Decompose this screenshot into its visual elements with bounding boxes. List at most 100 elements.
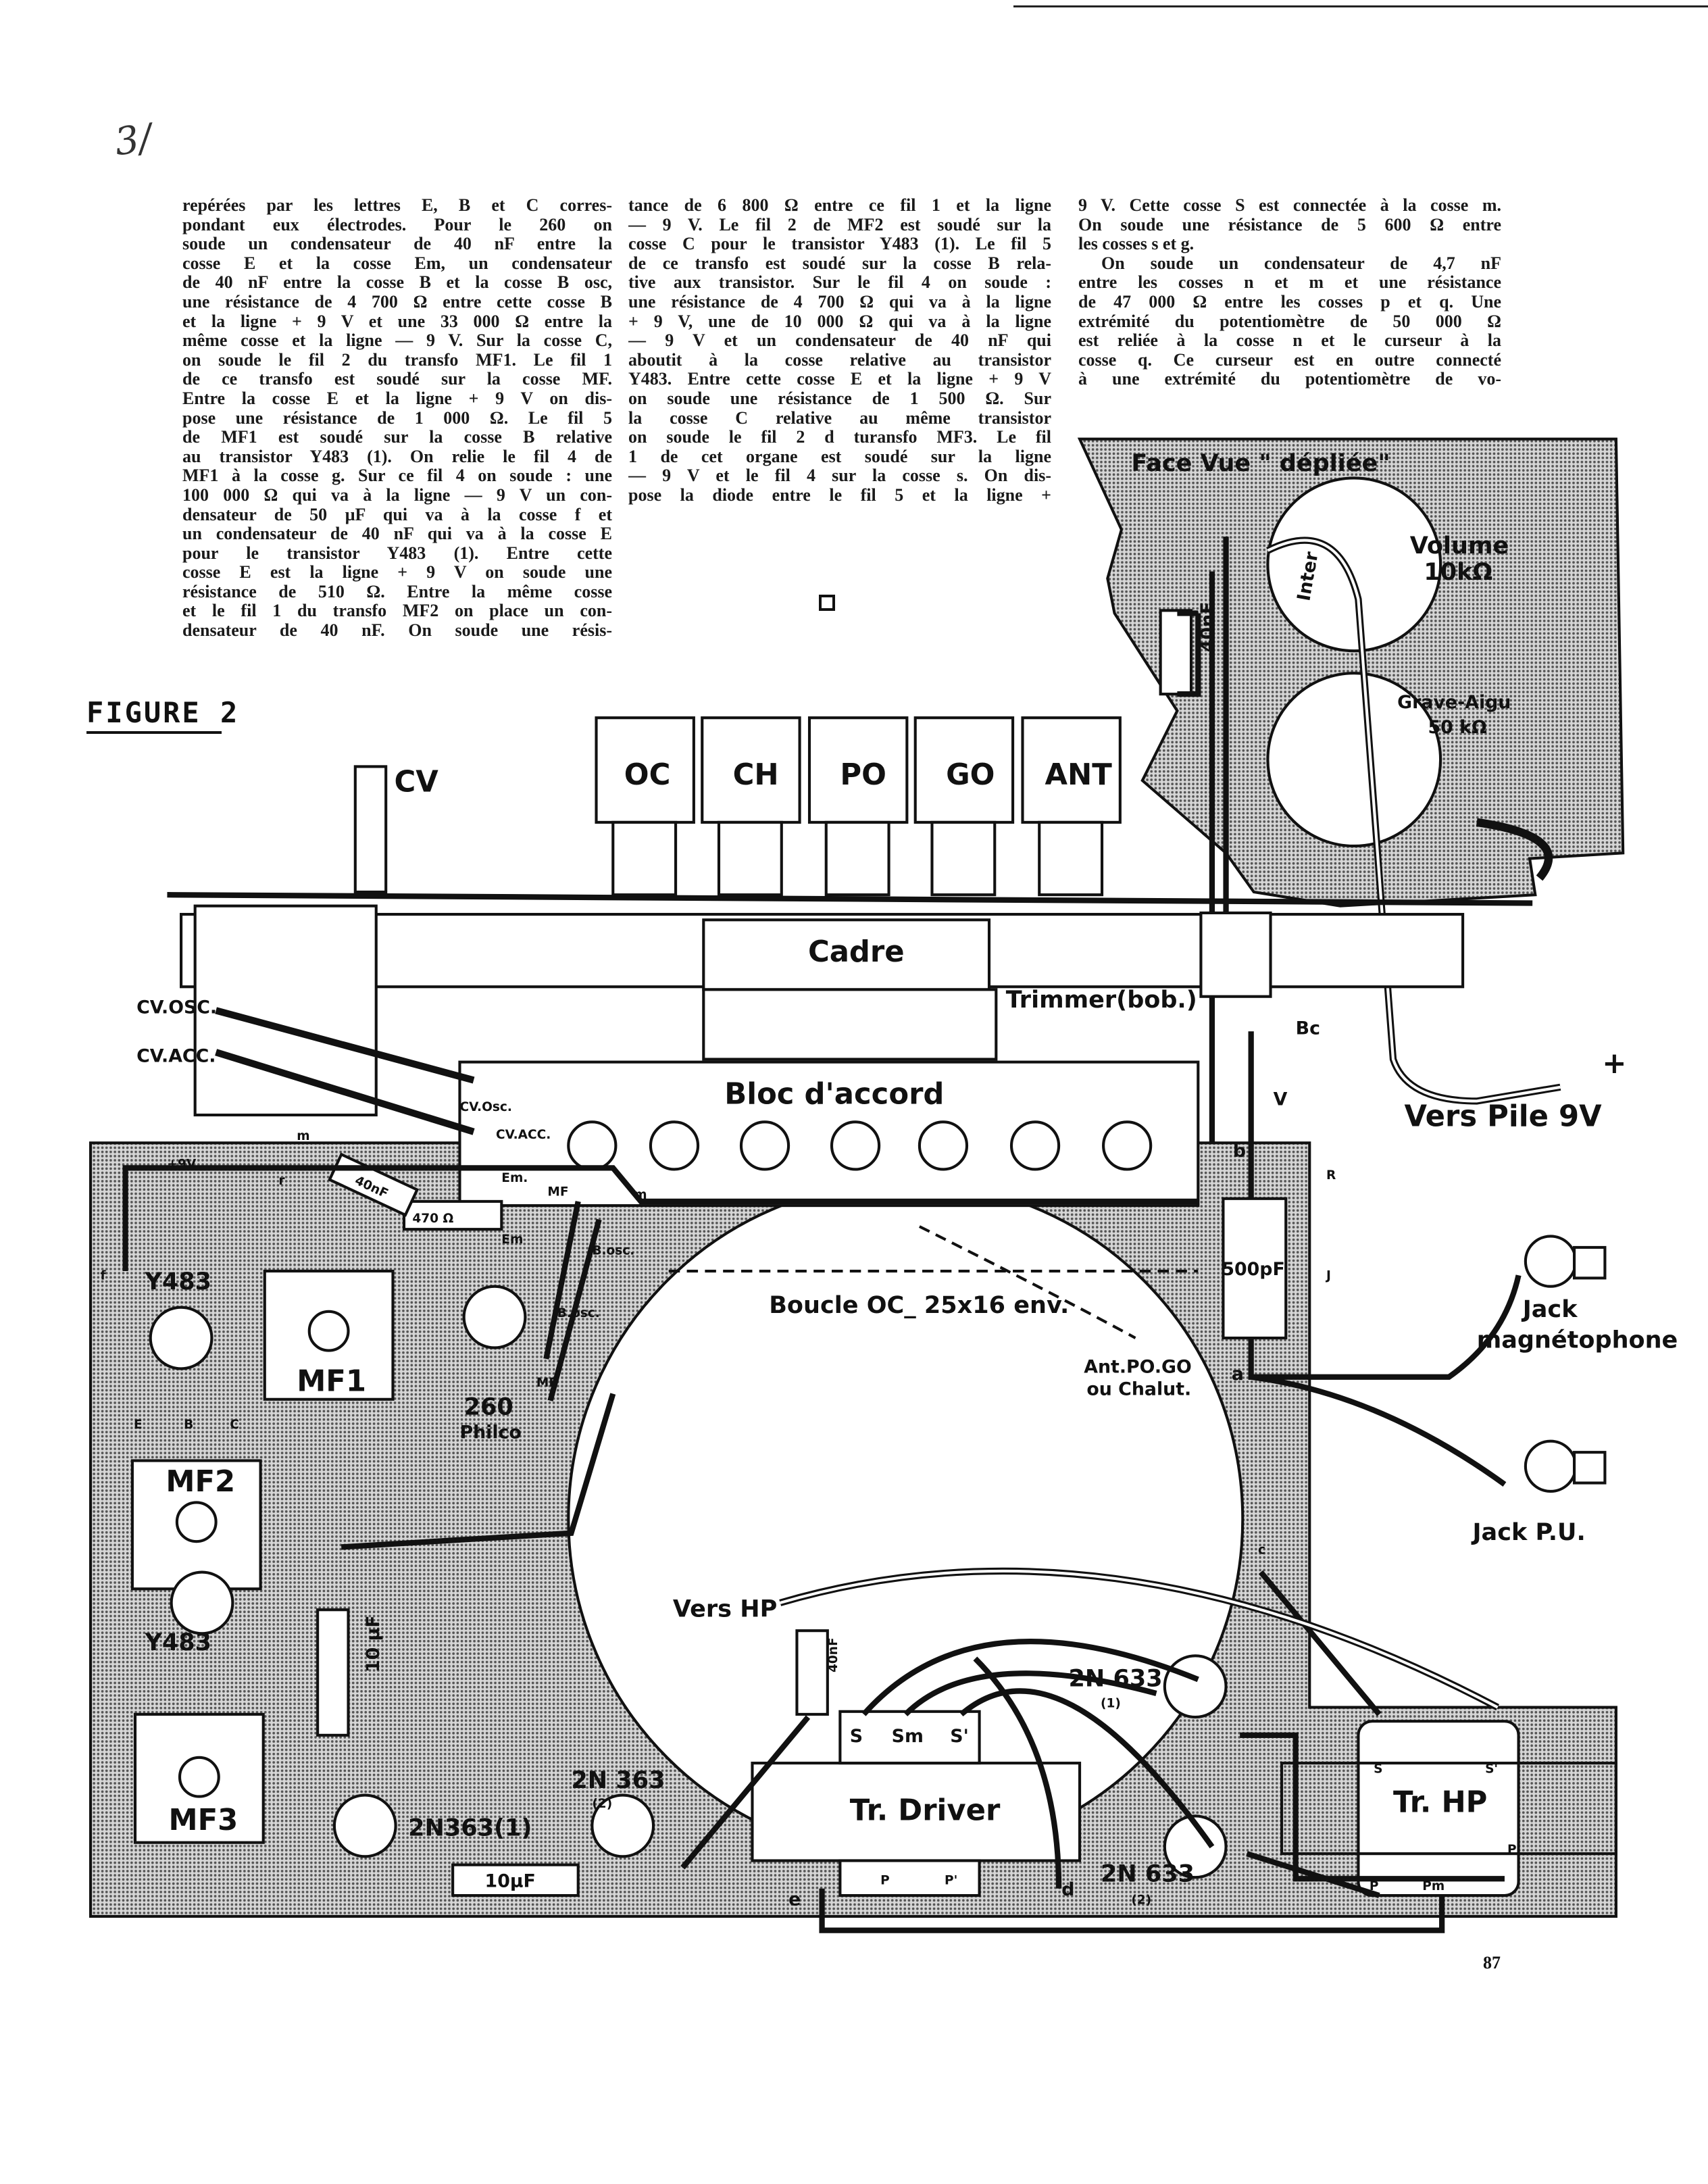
text-line: aboutit à la cosse relative au transisto… (628, 350, 1051, 370)
text-line: est reliée à la cosse n et le curseur à … (1078, 331, 1501, 351)
label-40nf-b: 40nF (1197, 602, 1218, 653)
text-line: cosse E est la ligne + 9 V on soude une (182, 563, 612, 582)
bloc-trimmers (567, 1120, 1153, 1171)
label-tr-hp: Tr. HP (1393, 1785, 1487, 1819)
label-cv-osc: CV.OSC. (136, 997, 217, 1018)
label-c-term: c (1258, 1543, 1265, 1558)
text-line: On soude une résistance de 5 600 Ω entre (1078, 215, 1501, 234)
text-line: soude un condensateur de 40 nF entre la (182, 234, 612, 254)
label-em-board: Em (501, 1233, 523, 1247)
text-line: de 40 nF entre la cosse B et la cosse B … (182, 273, 612, 293)
label-jack: Jack (1522, 1295, 1578, 1323)
label-b-term: b (1233, 1141, 1246, 1162)
page-number: 87 (1483, 1953, 1501, 1972)
label-magnetophone: magnétophone (1477, 1326, 1678, 1354)
label-ant: ANT (1045, 758, 1112, 792)
label-cv-acc: CV.ACC. (136, 1046, 216, 1067)
label-e-term: e (788, 1889, 801, 1910)
label-bloc-accord: Bloc d'accord (724, 1078, 944, 1112)
cv-shaft (353, 765, 388, 894)
text-line: entre les cosses n et m et une résistanc… (1078, 273, 1501, 293)
label-grave-aigu: Grave-Aigu (1397, 692, 1511, 713)
label-40nf-c: 40nF (826, 1637, 840, 1672)
label-ant-po-go: Ant.PO.GO (1084, 1357, 1192, 1378)
text-line: de MF1 est soudé sur la cosse B relative (182, 428, 612, 447)
volume-potentiometer (1266, 476, 1442, 653)
text-line: les cosses s et g. (1078, 234, 1195, 254)
driver-terminal-bottom (838, 1859, 981, 1897)
label-bloc-cv-osc: CV.Osc. (459, 1100, 511, 1114)
label-po: PO (840, 758, 886, 792)
label-bosc-b: B.osc. (557, 1306, 600, 1320)
text-line: pose la diode entre le fil 5 et la ligne… (628, 485, 1051, 505)
button-ant[interactable] (1021, 716, 1122, 824)
text-line: repérées par les lettres E, B et C corre… (182, 196, 612, 215)
label-v: V (1274, 1089, 1288, 1110)
text-line: 100 000 Ω qui va à la ligne — 9 V un con… (182, 485, 612, 505)
label-bloc-mf: MF (547, 1185, 568, 1199)
push-buttons (595, 716, 1122, 897)
driver-terminal-top (838, 1710, 981, 1765)
label-philco: Philco (459, 1422, 521, 1443)
text-line: tance de 6 800 Ω entre ce fil 1 et la li… (628, 196, 1051, 215)
rod-clip (1199, 911, 1272, 998)
button-po[interactable] (807, 716, 909, 824)
label-r-term: R (1326, 1168, 1336, 1183)
label-hp-s: S (1374, 1762, 1382, 1777)
capacitor-500pf (1222, 1197, 1288, 1340)
rotation-arrow (1476, 818, 1553, 881)
label-hp-s-prime: S' (1485, 1762, 1498, 1777)
label-y483-2: Y483 (144, 1629, 211, 1656)
transistors (149, 1285, 1228, 1879)
label-cv: CV (395, 766, 439, 799)
text-line: on soude le fil 2 d turansfo MF3. Le fil (628, 428, 1051, 447)
end-of-section-mark (819, 595, 835, 611)
label-cadre: Cadre (808, 935, 905, 969)
text-line: 9 V. Cette cosse S est connectée à la co… (1078, 196, 1501, 215)
label-p: P (880, 1874, 890, 1888)
button-oc[interactable] (595, 716, 695, 824)
label-260: 260 (464, 1393, 513, 1420)
label-trimmer: Trimmer(bob.) (1006, 986, 1197, 1014)
button-ch[interactable] (701, 716, 801, 824)
text-line: la cosse C relative au même transistor (628, 408, 1051, 428)
jacks (1524, 1235, 1607, 1493)
label-500pf: 500pF (1222, 1259, 1284, 1280)
figure-title: FIGURE 2 (86, 696, 240, 729)
text-line: une résistance de 4 700 Ω qui va à la li… (628, 292, 1051, 312)
text-line: une résistance de 4 700 Ω entre cette co… (182, 292, 612, 312)
label-d: d (1061, 1879, 1074, 1900)
label-f: f (100, 1268, 106, 1283)
hp-cable-inner (780, 1569, 1499, 1709)
text-line: et la ligne + 9 V et une 33 000 Ω entre … (182, 312, 612, 331)
label-hp-p: P (1370, 1879, 1379, 1893)
button-go[interactable] (913, 716, 1015, 824)
label-bosc-a: B.osc. (592, 1243, 634, 1258)
label-10uf-horizontal: 10µF (485, 1871, 536, 1892)
text-line: pour le transistor Y483 (1). Entre cette (182, 543, 612, 563)
label-470-ohm: 470 Ω (412, 1212, 453, 1226)
text-line: de ce transfo est soudé sur la cosse MF. (182, 370, 612, 389)
label-bc: Bc (1296, 1018, 1320, 1039)
text-line: On soude un condensateur de 4,7 nF (1101, 253, 1501, 273)
label-ou-chalut: ou Chalut. (1086, 1379, 1191, 1400)
text-line: cosse q. Ce curseur est en outre connect… (1078, 350, 1501, 370)
output-transformer (1357, 1720, 1520, 1897)
text-column-3: 9 V. Cette cosse S est connectée à la co… (1078, 196, 1501, 389)
text-line: — 9 V. Le fil 2 de MF2 est soudé sur la (628, 215, 1051, 234)
label-vers-hp: Vers HP (673, 1595, 777, 1623)
label-y483-1: Y483 (144, 1268, 211, 1295)
label-plus-9v: +9V (167, 1157, 196, 1171)
shielded-cable-inner (1267, 539, 1561, 1103)
text-line: pose une résistance de 1 000 Ω. Le fil 5 (182, 408, 612, 428)
label-mf2: MF2 (166, 1465, 235, 1499)
label-2n363-2-num: (2) (592, 1797, 612, 1811)
label-p-prime: P' (945, 1874, 957, 1888)
text-line: 1 de cet organe est soudé sur la ligne (628, 447, 1051, 466)
label-b: B (184, 1418, 193, 1432)
text-line: de ce transfo est soudé sur la cosse B r… (628, 253, 1051, 273)
text-line: de 47 000 Ω entre les cosses p et q. Une (1078, 292, 1501, 312)
capacitor-40nf-face (1159, 609, 1193, 696)
label-2n363-1: 2N363(1) (408, 1814, 532, 1841)
